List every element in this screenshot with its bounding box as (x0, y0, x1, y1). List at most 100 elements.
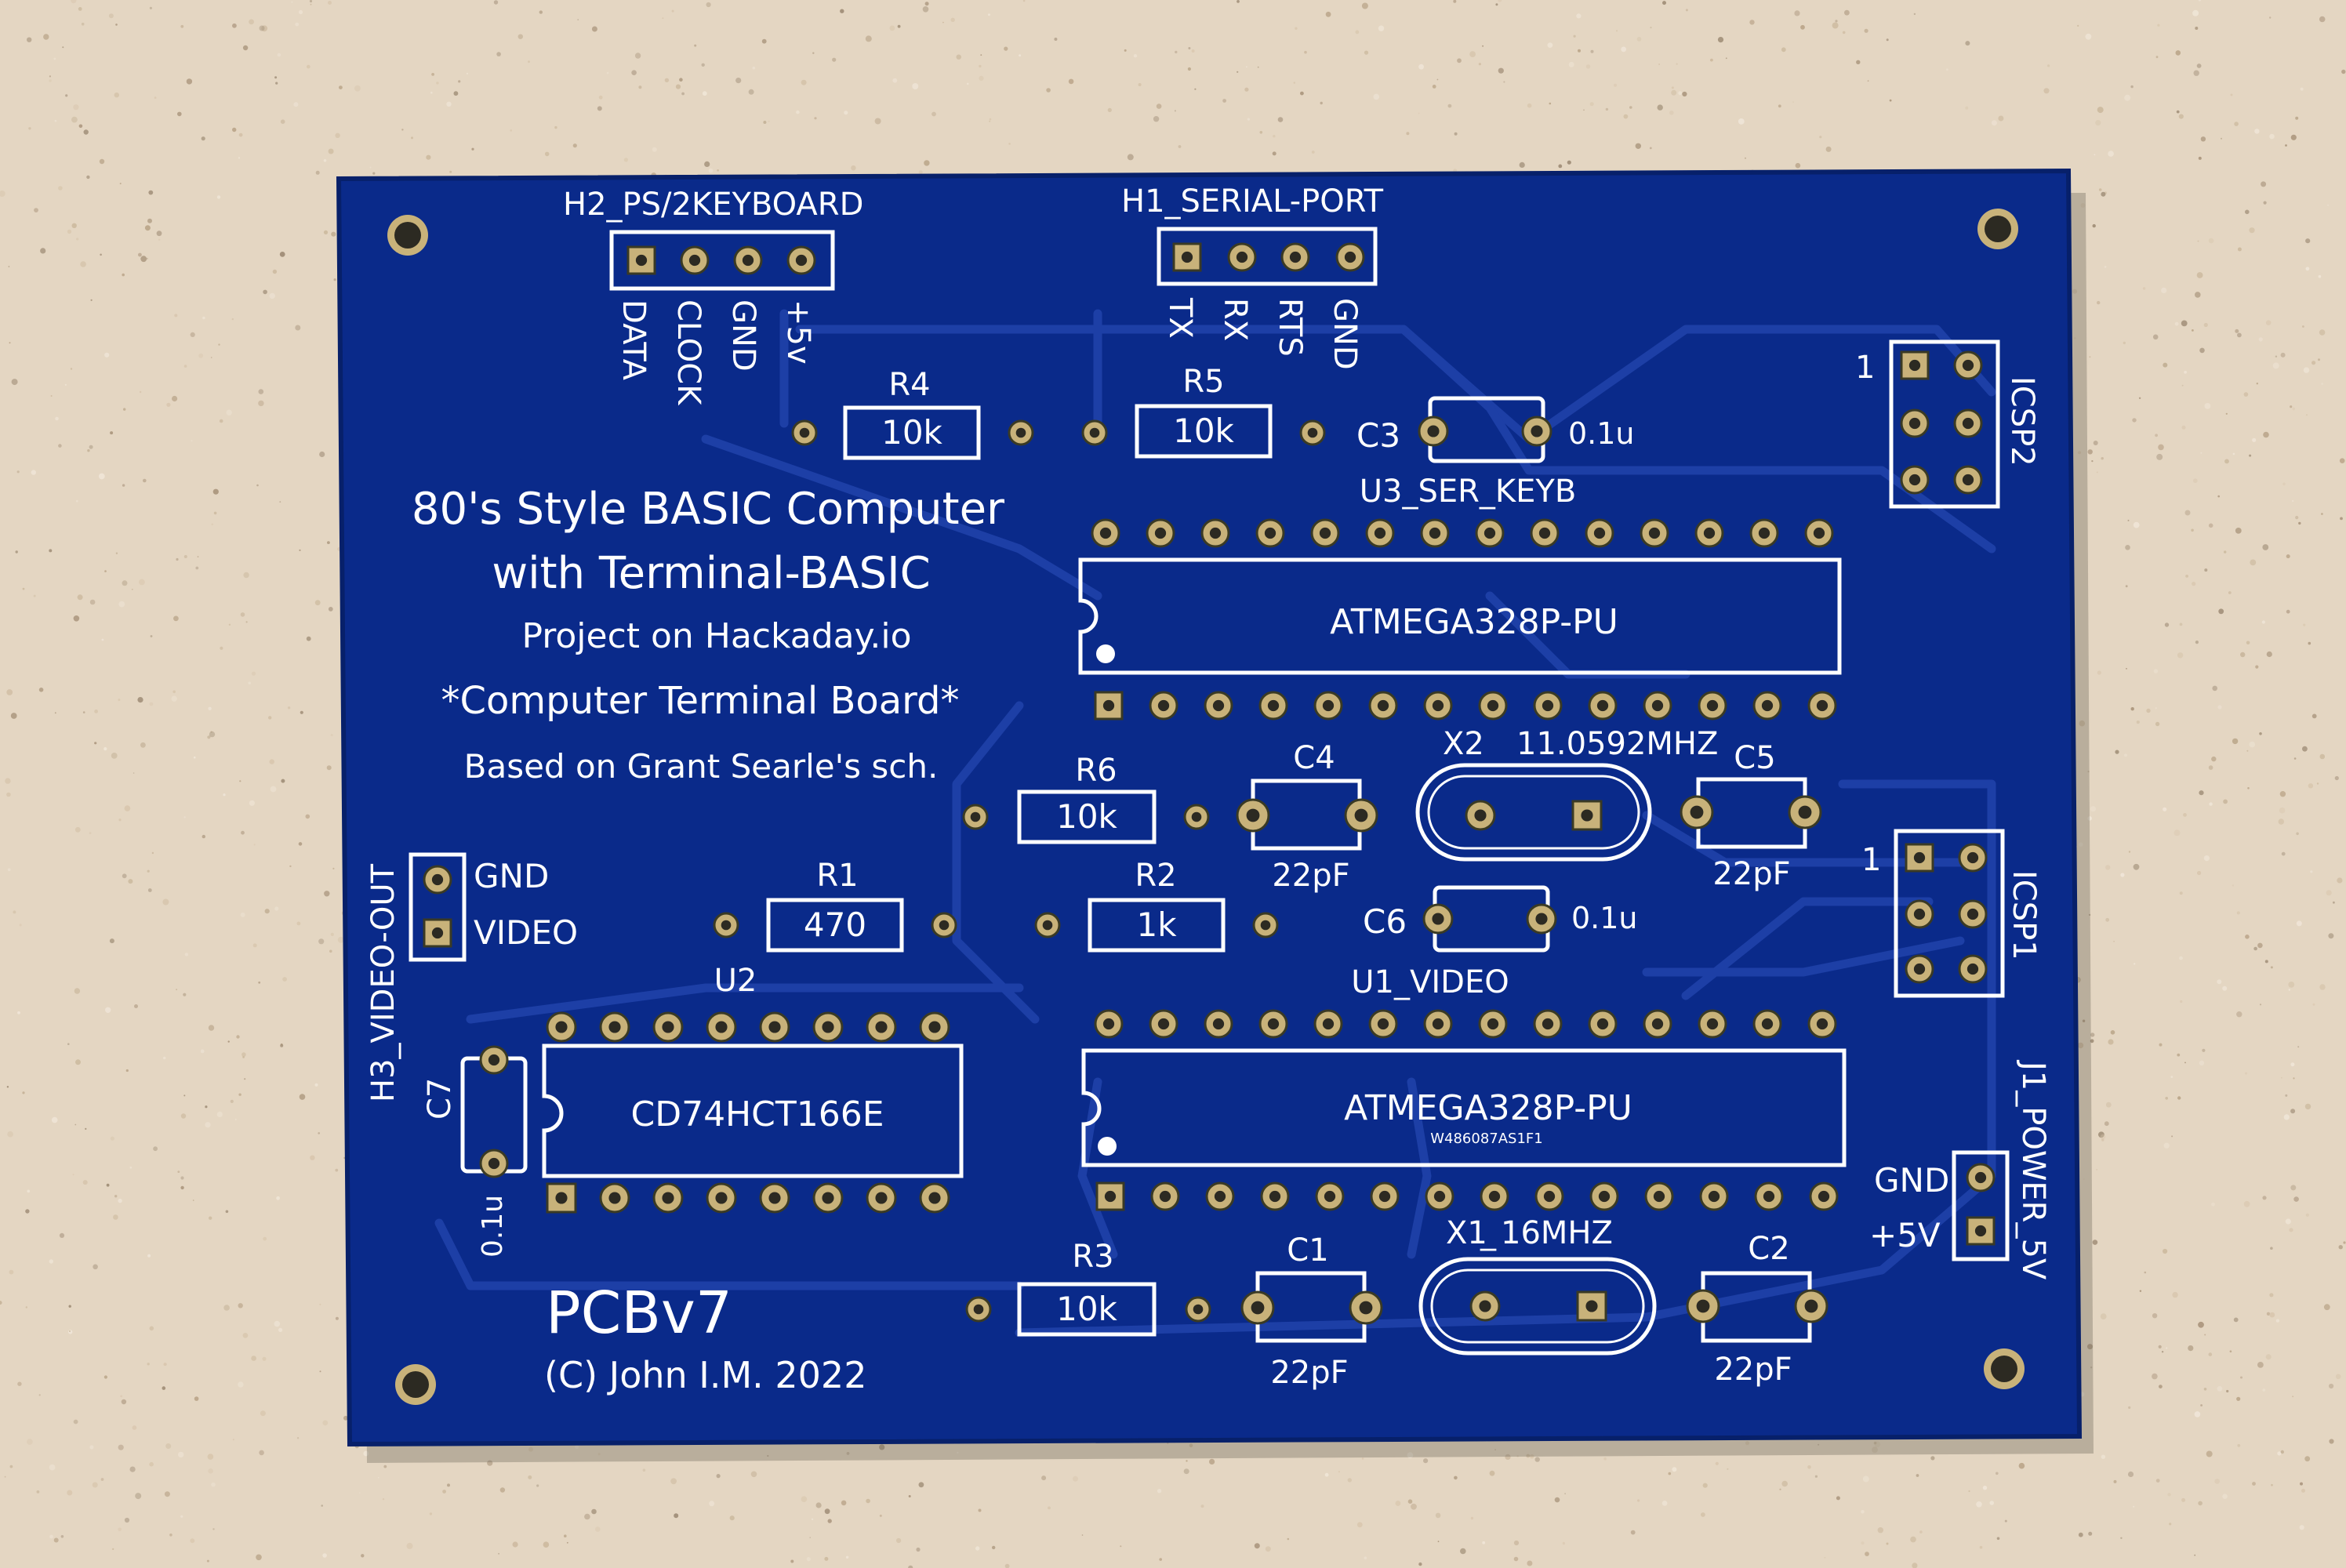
u3-pad-hole (1157, 699, 1170, 712)
h3-label: H3_VIDEO-OUT (365, 863, 401, 1102)
u1-pad-hole (1542, 1018, 1554, 1030)
r1-ref: R1 (816, 858, 858, 894)
u1-pad-hole (1324, 1190, 1336, 1203)
cap-pad-hole (1427, 425, 1440, 437)
u1-pad-hole (1816, 1018, 1828, 1030)
u3-ref: U3_SER_KEYB (1360, 474, 1577, 510)
resistor-r4: R4 10k (843, 367, 981, 460)
u2-pad-hole (928, 1021, 941, 1033)
u2-pad-hole (875, 1192, 888, 1204)
h2-pin-clock: CLOCK (670, 299, 706, 406)
icsp2-pad-hole (1962, 417, 1974, 430)
resistors: R4 10k R5 10k R6 10k R1 470 R2 1k R3 10k (766, 364, 1273, 1337)
u1-pad-hole (1706, 1018, 1719, 1030)
icsp1-pad-hole (1966, 963, 1979, 975)
u1-pad-hole (1104, 1190, 1117, 1203)
c3-ref: C3 (1356, 416, 1400, 455)
h1-serial-header: H1_SERIAL-PORT TX RX RTS GND (1121, 183, 1384, 370)
u1-pad-hole (1653, 1190, 1665, 1203)
u1-pad-hole (1159, 1190, 1171, 1203)
resistor-pad-hole (799, 427, 810, 438)
u1-pad-hole (1102, 1018, 1115, 1030)
r3-value: 10k (1056, 1290, 1117, 1328)
title-line-2: with Terminal-BASIC (492, 548, 930, 599)
u3-pad-hole (1703, 527, 1716, 539)
h2-pin-data: DATA (616, 299, 652, 381)
x2-value: 11.0592MHZ (1516, 726, 1718, 762)
icsp2-label: ICSP2 (2004, 376, 2040, 466)
x1-value: 16MHZ (1501, 1215, 1613, 1251)
u3-pad-hole (1377, 699, 1389, 712)
h1-pin-tx: TX (1162, 297, 1198, 339)
board-version: PCBv7 (546, 1279, 732, 1347)
h2-pad-hole (635, 254, 648, 267)
u1-pad-hole (1488, 1190, 1501, 1203)
icsp1-pad-hole (1913, 963, 1926, 975)
icsp2-pad-hole (1962, 474, 1974, 486)
u3-pad-hole (1648, 527, 1661, 539)
r4-ref: R4 (888, 367, 930, 403)
u2-part: CD74HCT166E (630, 1094, 884, 1134)
h2-pad-hole (688, 254, 701, 267)
r5-ref: R5 (1182, 364, 1224, 400)
resistor-r6: R6 10k (1017, 753, 1157, 844)
copper-traces (434, 309, 1996, 1338)
u1-pad-hole (1596, 1018, 1609, 1030)
resistor-pad-hole (721, 920, 732, 931)
crystal-pad-hole (1479, 1300, 1491, 1312)
u3-pad-hole (1322, 699, 1335, 712)
x2-ref: X2 (1443, 726, 1484, 762)
cap-pad-hole (488, 1054, 500, 1066)
h3-video-header: H3_VIDEO-OUT GND VIDEO (365, 852, 578, 1102)
h1-pin-rx: RX (1217, 298, 1253, 341)
u2-pad-hole (822, 1192, 834, 1204)
cap-pad-hole (1246, 808, 1260, 822)
crystal-x2: X2 11.0592MHZ (1415, 726, 1718, 862)
subtitle-line-2: *Computer Terminal Board* (441, 679, 959, 723)
u2-pad-hole (555, 1021, 568, 1033)
r3-ref: R3 (1072, 1239, 1113, 1275)
u3-pad-hole (1596, 699, 1609, 712)
u1-pad-hole (1761, 1018, 1774, 1030)
c7-value: 0.1u (477, 1195, 509, 1258)
h3-pad-hole (431, 927, 444, 939)
chip-u1: U1_VIDEO ATMEGA328P-PU W486087AS1F1 (1081, 964, 1847, 1167)
pcb-substrate (339, 171, 2079, 1444)
u3-pad-hole (1706, 699, 1719, 712)
cap-pad-hole (1535, 913, 1548, 925)
j1-label: J1_POWER_5V (2015, 1059, 2051, 1280)
c4-value: 22pF (1272, 858, 1349, 894)
u1-pad-hole (1377, 1018, 1389, 1030)
cap-pad-hole (1696, 1299, 1710, 1313)
r5-value: 10k (1173, 412, 1234, 450)
icsp1-pad-hole (1913, 851, 1926, 864)
u2-pad-hole (768, 1192, 781, 1204)
title-line-1: 80's Style BASIC Computer (412, 484, 1005, 535)
c5-value: 22pF (1712, 856, 1790, 892)
u1-pad-hole (1269, 1190, 1281, 1203)
c3-value: 0.1u (1568, 416, 1635, 451)
h1-pad-hole (1289, 251, 1302, 263)
u2-pad-hole (662, 1021, 674, 1033)
r4-value: 10k (881, 413, 942, 452)
h1-pin-rts: RTS (1272, 298, 1308, 357)
u1-pad-hole (1651, 1018, 1664, 1030)
u1-pad-hole (1432, 1018, 1444, 1030)
cap-pad-hole (1432, 913, 1444, 925)
u1-ref: U1_VIDEO (1351, 964, 1509, 1000)
u3-pad-hole (1267, 699, 1280, 712)
c2-ref: C2 (1748, 1231, 1789, 1267)
c1-value: 22pF (1270, 1355, 1348, 1391)
cap-pad-hole (1690, 805, 1704, 819)
u3-pad-hole (1538, 527, 1551, 539)
subtitle-line-3: Based on Grant Searle's sch. (464, 747, 939, 786)
u2-pad-hole (928, 1192, 941, 1204)
icsp2-pad-hole (1908, 359, 1921, 372)
u3-pad-hole (1593, 527, 1606, 539)
crystals: X2 11.0592MHZ X1 _ 16MHZ (1415, 726, 1718, 1356)
c1-ref: C1 (1287, 1232, 1328, 1269)
icsp1-pad-hole (1966, 851, 1979, 864)
resistor-r5: R5 10k (1135, 364, 1273, 459)
u1-pad-hole (1543, 1190, 1556, 1203)
c5-ref: C5 (1734, 740, 1775, 776)
